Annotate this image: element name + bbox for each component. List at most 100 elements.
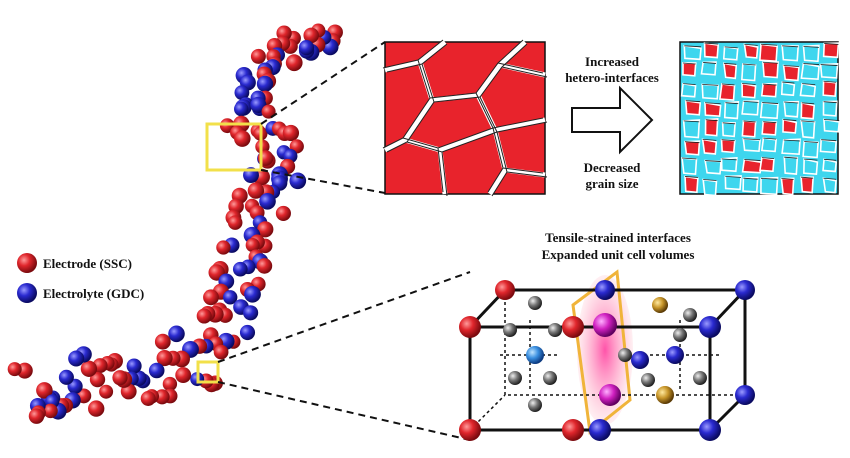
grain [741, 120, 757, 138]
grain-boundary-edge [501, 66, 548, 78]
atom [656, 386, 674, 404]
atom [526, 346, 544, 364]
grain-boundary-edge [802, 83, 816, 86]
atom [595, 280, 615, 300]
grain [780, 177, 795, 196]
grain [683, 140, 701, 156]
grain-boundary-edge [743, 100, 759, 103]
grain [722, 45, 739, 61]
fiber-particle [213, 344, 229, 360]
grain-boundary-edge [763, 121, 777, 124]
grain-boundary-edge [743, 138, 761, 141]
fiber-particle [175, 367, 192, 384]
transition-bottom-line2: grain size [585, 176, 638, 191]
fiber-particle [244, 285, 261, 303]
transition-top-line2: hetero-interfaces [565, 70, 659, 85]
grain [800, 101, 816, 120]
grain-boundary-edge [763, 137, 777, 140]
grain-boundary-edge [386, 63, 435, 153]
fiber-particle [216, 240, 231, 255]
grain [741, 100, 760, 116]
grain-boundary-edge [721, 83, 735, 86]
atom [666, 346, 684, 364]
grain-boundary-edge [704, 102, 721, 105]
grain-boundary-edge [685, 100, 701, 103]
grain-boundary-edge [725, 175, 742, 178]
unit-cell-caption-line1: Tensile-strained interfaces [545, 230, 691, 245]
grain [720, 138, 736, 154]
atom [459, 419, 481, 441]
fiber-particle [285, 54, 303, 72]
atom [528, 398, 542, 412]
strain-glow [577, 275, 633, 425]
fiber-particle [245, 238, 260, 253]
legend [17, 253, 37, 303]
legend-electrolyte-label: Electrolyte (GDC) [43, 286, 144, 301]
grain [682, 119, 701, 139]
grain-boundary-edge [703, 179, 717, 181]
fiber-particle [58, 369, 74, 385]
atom [673, 328, 687, 342]
atom [699, 419, 721, 441]
atom [652, 297, 668, 313]
atom [631, 351, 649, 369]
grain [819, 138, 838, 154]
grain-boundary-edge [429, 39, 524, 99]
grain-boundary-edge [761, 177, 778, 180]
fiber-particle [154, 333, 171, 350]
grain-boundary-edge [742, 83, 756, 85]
grain-boundary-edge [823, 119, 840, 121]
grain-boundary-edge [433, 43, 528, 103]
fiber-particle [168, 325, 185, 343]
grain-boundary-edge [804, 158, 818, 161]
grain [758, 43, 778, 63]
electrode-sphere-icon [17, 253, 37, 273]
large-grain-panel [382, 39, 548, 197]
atom [508, 371, 522, 385]
atom [641, 373, 655, 387]
atom [599, 384, 621, 406]
grain [680, 82, 697, 98]
grain-boundary-edge [683, 83, 696, 86]
grain-boundary-edge [721, 158, 737, 161]
grain-boundary-edge [801, 120, 815, 123]
atom [735, 385, 755, 405]
fiber-particle [80, 360, 98, 377]
grain [704, 101, 722, 118]
fiber-particle [7, 362, 22, 377]
grain [819, 62, 839, 79]
atom [495, 280, 515, 300]
grain [822, 100, 838, 117]
grain [704, 159, 722, 175]
grain-boundary-edge [441, 151, 448, 197]
atom [589, 419, 611, 441]
fiber-particle [162, 376, 178, 392]
grain-boundary-edge [487, 167, 504, 193]
fiber-particle [257, 221, 274, 238]
grain [783, 100, 800, 118]
grain-boundary [431, 40, 527, 103]
grain [718, 83, 736, 101]
grain [759, 156, 775, 173]
grain-boundary-edge [497, 62, 544, 74]
fiber-particle [239, 324, 256, 341]
grain-boundary-edge [721, 139, 735, 142]
grain [759, 101, 779, 120]
grain-boundary [437, 149, 448, 195]
grain-boundary-edge [702, 83, 719, 86]
grain [721, 121, 737, 138]
grain-boundary-edge [682, 62, 696, 65]
atom [699, 316, 721, 338]
fiber-particle [140, 391, 156, 406]
atom [683, 308, 697, 322]
grain [741, 158, 763, 174]
grain [781, 138, 801, 155]
grain-boundary-edge [783, 65, 799, 67]
grain [800, 120, 816, 139]
fiber-particle [112, 370, 128, 386]
grain [802, 140, 819, 159]
grain [800, 62, 820, 80]
grain-boundary-edge [684, 141, 700, 144]
fiber-particle [259, 192, 276, 210]
